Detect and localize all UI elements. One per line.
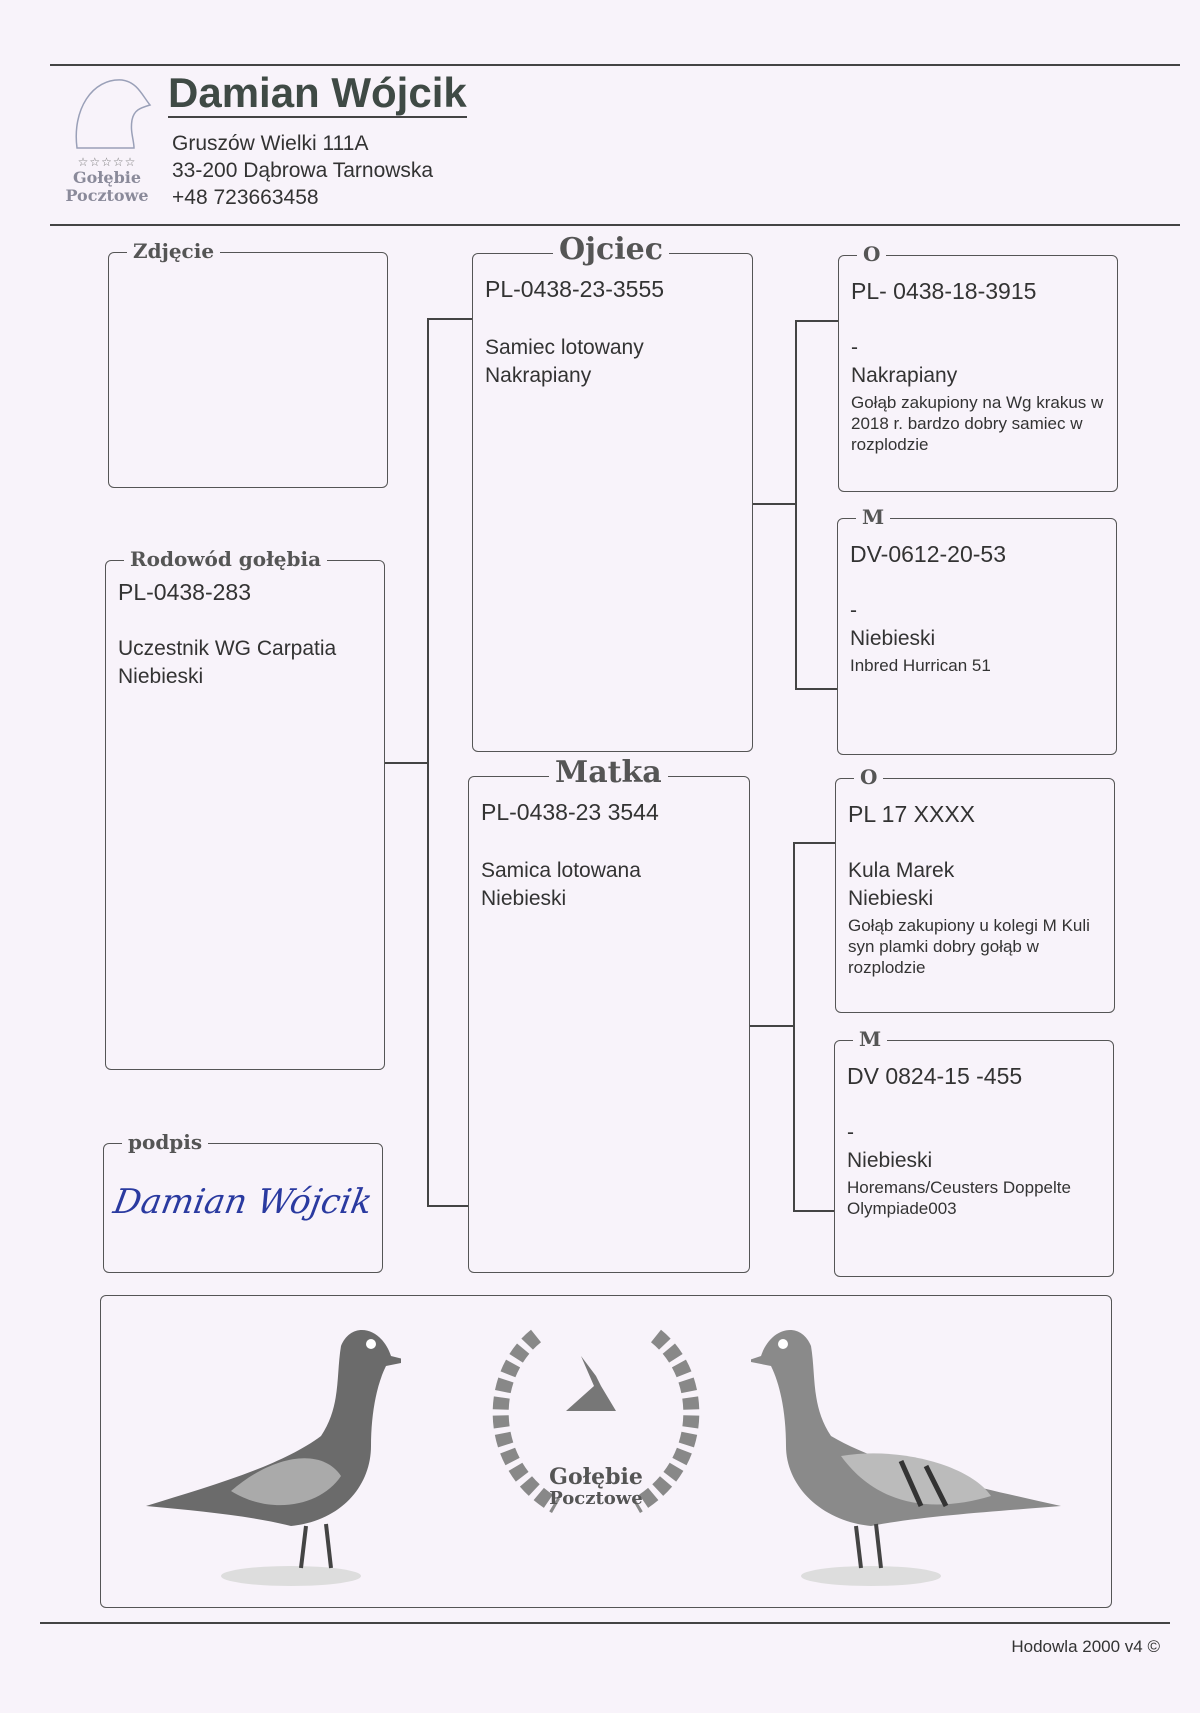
mm-color: Niebieski	[847, 1149, 933, 1172]
pigeon-box: Rodowód gołębia PL-0438-283 Uczestnik WG…	[105, 547, 385, 1070]
mm-note: Horemans/Ceusters Doppelte Olympiade003	[847, 1178, 1071, 1218]
connector	[795, 320, 797, 688]
banner-box: Gołębie Pocztowe	[100, 1295, 1112, 1608]
photo-label: Zdjęcie	[127, 239, 221, 263]
mother-ring: PL-0438-23 3544	[481, 799, 659, 825]
connector	[795, 320, 838, 322]
pigeon-right-illustration	[751, 1330, 1061, 1586]
father-ring: PL-0438-23-3555	[485, 276, 665, 302]
footer-divider	[40, 1622, 1170, 1624]
header-divider	[50, 224, 1180, 226]
fm-name: -	[850, 599, 857, 622]
mother-line1: Samica lotowana	[481, 859, 641, 882]
signature-label: podpis	[122, 1130, 209, 1154]
flying-pigeon-icon	[566, 1356, 616, 1411]
connector	[750, 1025, 793, 1027]
connector	[793, 1210, 834, 1212]
signature-box: podpis Damian Wójcik	[103, 1130, 383, 1273]
pigeon-line1: Uczestnik WG Carpatia	[118, 637, 337, 660]
mf-ring: PL 17 XXXX	[848, 801, 976, 827]
fm-ring: DV-0612-20-53	[850, 541, 1006, 567]
pigeon-ring: PL-0438-283	[118, 579, 251, 605]
connector	[427, 318, 429, 1206]
banner-logo-text-1: Gołębie	[549, 1464, 643, 1490]
mm-name: -	[847, 1121, 854, 1144]
father-line1: Samiec lotowany	[485, 336, 644, 359]
connector	[427, 318, 472, 320]
photo-box: Zdjęcie	[108, 239, 388, 488]
banner-logo: Gołębie Pocztowe	[476, 1316, 716, 1586]
mf-label: O	[854, 765, 884, 789]
logo: ☆☆☆☆☆ Gołębie Pocztowe	[52, 70, 162, 210]
address-line2: 33-200 Dąbrowa Tarnowska	[172, 159, 434, 182]
connector	[753, 503, 795, 505]
ff-label: O	[857, 242, 887, 266]
mf-color: Niebieski	[848, 887, 934, 910]
mf-note: Gołąb zakupiony u kolegi M Kuli syn plam…	[848, 916, 1090, 977]
fm-color: Niebieski	[850, 627, 936, 650]
mother-color: Niebieski	[481, 887, 567, 910]
signature: Damian Wójcik	[110, 1182, 376, 1222]
mother-box: Matka PL-0438-23 3544 Samica lotowana Ni…	[468, 755, 750, 1273]
logo-text-1: Gołębie	[72, 168, 142, 187]
maternal-grandmother-box: M DV 0824-15 -455 - Niebieski Horemans/C…	[834, 1027, 1114, 1277]
connector	[793, 842, 835, 844]
mf-name: Kula Marek	[848, 859, 955, 882]
ff-color: Nakrapiany	[851, 364, 958, 387]
paternal-grandfather-box: O PL- 0438-18-3915 - Nakrapiany Gołąb za…	[838, 242, 1118, 492]
paternal-grandmother-box: M DV-0612-20-53 - Niebieski Inbred Hurri…	[837, 505, 1117, 755]
connector	[427, 1205, 468, 1207]
pigeon-left-illustration	[146, 1330, 401, 1586]
mother-label: Matka	[549, 755, 668, 791]
phone: +48 723663458	[172, 186, 319, 209]
footer-text: Hodowla 2000 v4 ©	[1011, 1637, 1160, 1656]
ff-note: Gołąb zakupiony na Wg krakus w 2018 r. b…	[851, 393, 1104, 454]
connector	[795, 688, 837, 690]
mm-label: M	[853, 1027, 888, 1051]
address-line1: Gruszów Wielki 111A	[172, 132, 369, 155]
fm-note: Inbred Hurrican 51	[850, 656, 991, 675]
laurel-wreath-icon	[492, 1329, 700, 1513]
mm-ring: DV 0824-15 -455	[847, 1063, 1023, 1089]
maternal-grandfather-box: O PL 17 XXXX Kula Marek Niebieski Gołąb …	[835, 765, 1115, 1013]
breeder-name: Damian Wójcik	[168, 69, 467, 118]
logo-text-2: Pocztowe	[65, 186, 149, 205]
banner-logo-text-2: Pocztowe	[549, 1488, 643, 1509]
father-box: Ojciec PL-0438-23-3555 Samiec lotowany N…	[472, 232, 753, 752]
top-divider	[50, 64, 1180, 66]
pigeon-head-icon	[75, 79, 152, 149]
ff-name: -	[851, 336, 858, 359]
pigeon-color: Niebieski	[118, 665, 204, 688]
fm-label: M	[856, 505, 891, 529]
pigeon-label: Rodowód gołębia	[124, 547, 328, 571]
father-color: Nakrapiany	[485, 364, 592, 387]
connector	[385, 762, 428, 764]
ff-ring: PL- 0438-18-3915	[851, 278, 1037, 304]
father-label: Ojciec	[553, 232, 670, 268]
connector	[793, 842, 795, 1210]
